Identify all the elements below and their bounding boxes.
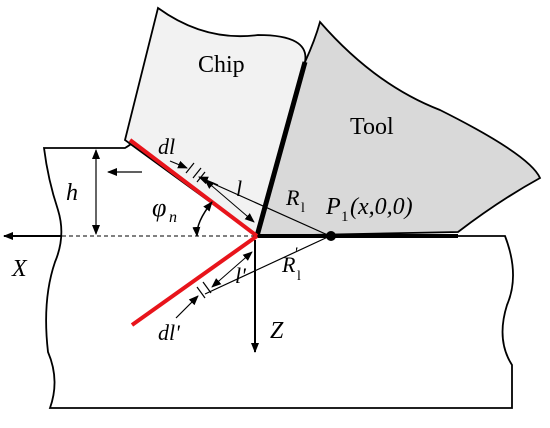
chip-label: Chip	[198, 52, 245, 78]
h-label: h	[66, 180, 78, 206]
dl-tick-1	[185, 162, 195, 174]
point-P1	[326, 231, 336, 241]
tool-label: Tool	[350, 114, 394, 140]
P-subscript: 1	[341, 209, 349, 225]
R-label: R	[285, 185, 300, 210]
phi-label: φ	[152, 193, 166, 222]
R-prime-subscript: l	[297, 269, 301, 284]
Z-axis-label: Z	[270, 318, 284, 344]
l-dimension	[204, 179, 255, 223]
P-label: P	[325, 194, 341, 220]
l-prime-label: l'	[235, 263, 246, 288]
workpiece	[42, 136, 514, 409]
dl-prime-label: dl'	[158, 320, 180, 345]
R-prime-superscript: '	[294, 245, 298, 262]
P-coordinates: (x,0,0)	[350, 194, 413, 220]
dl-prime-tick-1	[196, 286, 206, 299]
X-axis-label: X	[11, 256, 28, 282]
secondary-shear-line	[130, 234, 259, 327]
chip	[123, 6, 307, 238]
l-label: l	[236, 176, 242, 201]
tool	[255, 20, 542, 237]
phi-subscript: n	[169, 209, 177, 226]
R-line	[204, 179, 331, 237]
dl-label: dl	[158, 134, 175, 159]
dl-arrow-left	[169, 160, 188, 169]
dl-prime-arrow-left	[175, 295, 199, 319]
l-prime-dimension	[211, 251, 253, 288]
dl-tick-2	[192, 167, 202, 179]
R-prime-label: R	[281, 252, 296, 277]
R-subscript: l	[301, 201, 305, 216]
dl-prime-tick-2	[202, 281, 212, 294]
